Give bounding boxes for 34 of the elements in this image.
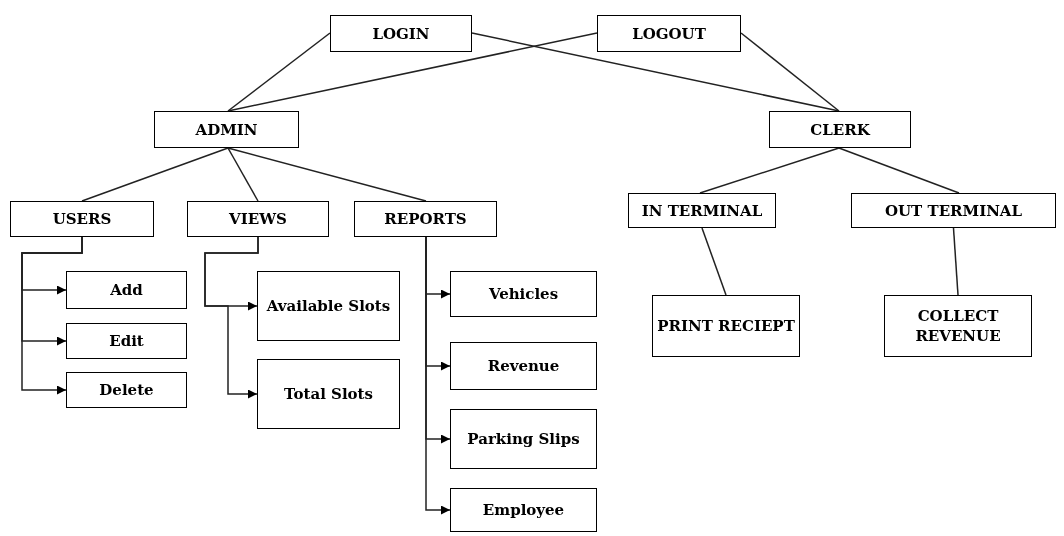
process-box: PRINT RECIEPT — [652, 295, 800, 357]
connector-line — [227, 32, 331, 112]
process-box: VIEWS — [187, 201, 329, 237]
process-box: Revenue — [450, 342, 597, 390]
connector-line — [227, 147, 259, 202]
connector-line — [227, 32, 598, 112]
process-box: CLERK — [769, 111, 911, 148]
process-box: OUT TERMINAL — [851, 193, 1056, 228]
connector-line — [701, 227, 727, 296]
process-box: Total Slots — [257, 359, 400, 429]
process-box: LOGOUT — [597, 15, 741, 52]
connector-line — [471, 32, 840, 112]
process-box: IN TERMINAL — [628, 193, 776, 228]
arrow — [425, 236, 451, 515]
connector-line — [227, 147, 427, 202]
connector-line — [838, 147, 960, 194]
process-box: USERS — [10, 201, 154, 237]
process-box: ADMIN — [154, 111, 299, 148]
process-box: Vehicles — [450, 271, 597, 317]
process-box: Parking Slips — [450, 409, 597, 469]
connector-line — [81, 147, 229, 202]
process-box: Delete — [66, 372, 187, 408]
process-box: Add — [66, 271, 187, 309]
connector-line — [952, 227, 959, 296]
process-box: REPORTS — [354, 201, 497, 237]
connector-line — [740, 32, 840, 112]
process-box: COLLECT REVENUE — [884, 295, 1032, 357]
process-box: Edit — [66, 323, 187, 359]
arrow — [204, 236, 259, 399]
arrow — [21, 236, 83, 395]
connector-line — [699, 147, 840, 194]
process-box: LOGIN — [330, 15, 472, 52]
process-box: Employee — [450, 488, 597, 532]
process-box: Available Slots — [257, 271, 400, 341]
